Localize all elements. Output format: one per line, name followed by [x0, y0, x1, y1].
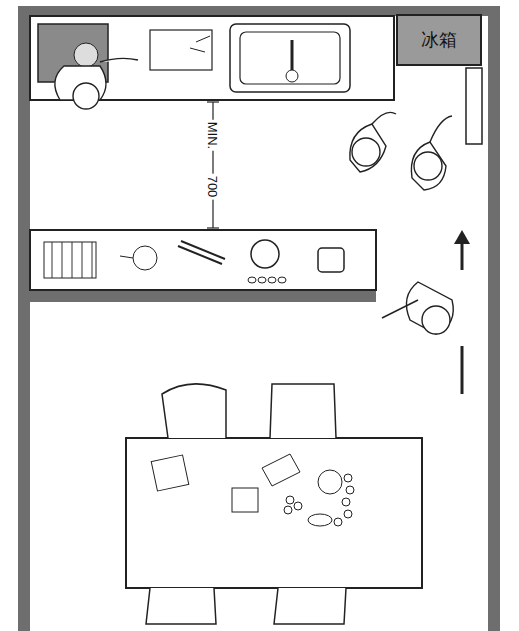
dimension-label: MIN.	[205, 119, 220, 150]
dimension-label: 700	[205, 173, 220, 199]
fridge-box: 冰箱	[396, 14, 482, 66]
fridge-label: 冰箱	[421, 28, 457, 52]
